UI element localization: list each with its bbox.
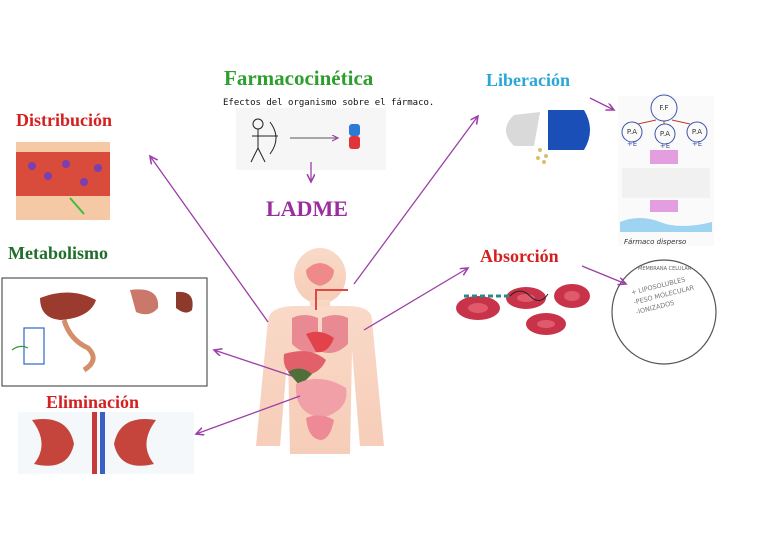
- pa-label-right: P.A: [685, 128, 709, 136]
- liberation-process-diagram: [618, 95, 714, 246]
- arrow-cells-to-membrane: [582, 266, 626, 284]
- blood-vessel-illustration: [16, 142, 110, 220]
- human-body-illustration: [256, 248, 384, 454]
- e-label-right: +E: [685, 140, 709, 148]
- arrow-to-absorcion: [364, 268, 468, 330]
- arrow-to-eliminacion: [196, 396, 300, 434]
- red-blood-cells-illustration: [456, 284, 590, 335]
- e-label-middle: +E: [653, 142, 677, 150]
- pa-label-left: P.A: [620, 128, 644, 136]
- ff-label: F.F: [652, 104, 676, 112]
- pa-label-middle: P.A: [653, 130, 677, 138]
- arrow-capsule-to-process: [590, 98, 614, 110]
- membrana-celular-label: MEMBRANA CELULAR: [638, 266, 691, 272]
- archer-illustration: [236, 108, 386, 170]
- farmaco-disperso-caption: Fármaco disperso: [624, 238, 686, 246]
- cell-membrane-circle: [612, 260, 716, 364]
- e-label-left: +E: [620, 140, 644, 148]
- kidneys-illustration: [18, 412, 194, 474]
- liver-digestive-illustration: [2, 278, 207, 386]
- capsule-illustration: [506, 110, 590, 164]
